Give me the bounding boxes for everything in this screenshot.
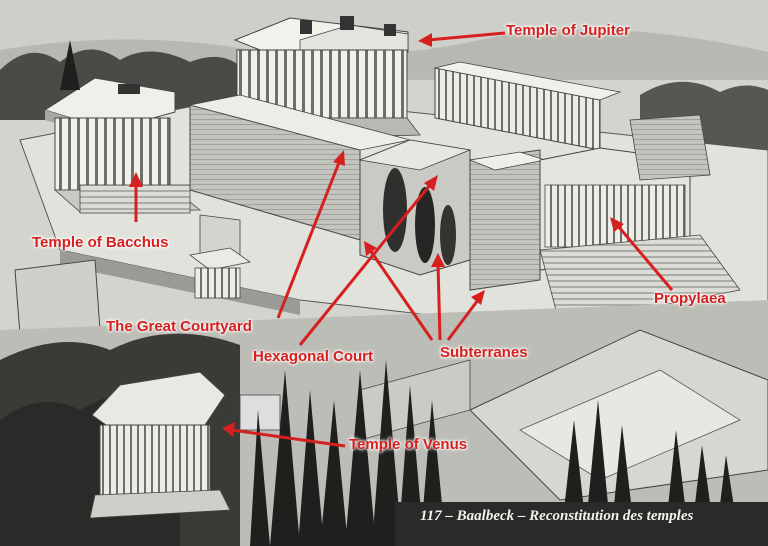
label-temple-of-venus: Temple of Venus bbox=[349, 436, 468, 453]
postcard-caption: 117 – Baalbeck – Reconstitution des temp… bbox=[420, 508, 694, 524]
label-propylaea: Propylaea bbox=[654, 290, 726, 307]
label-temple-of-bacchus: Temple of Bacchus bbox=[32, 234, 169, 251]
label-hexagonal-court: Hexagonal Court bbox=[253, 348, 374, 365]
propylaea-drawing bbox=[468, 114, 741, 326]
hexagonal-court-drawing bbox=[358, 139, 472, 276]
temple-of-jupiter-drawing bbox=[233, 16, 421, 141]
great-courtyard-drawing bbox=[189, 61, 622, 261]
label-great-courtyard: The Great Courtyard bbox=[106, 318, 252, 335]
label-temple-of-jupiter: Temple of Jupiter bbox=[506, 22, 630, 39]
annotation-arrows bbox=[129, 31, 674, 448]
temple-of-venus-drawing bbox=[89, 371, 281, 519]
label-subterranes: Subterranes bbox=[440, 344, 528, 361]
